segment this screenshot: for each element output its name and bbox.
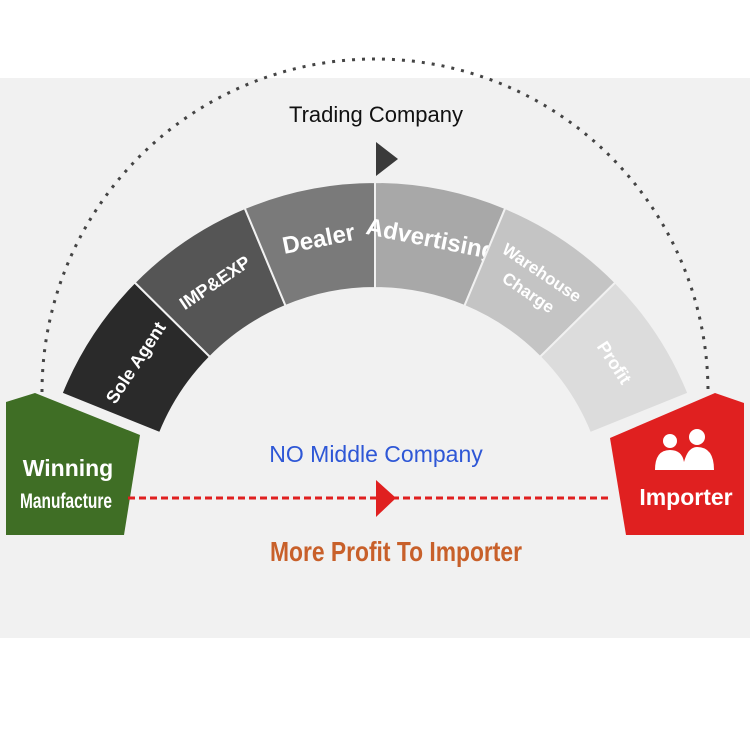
importer-label: Importer: [639, 484, 732, 510]
manufacture-label: Manufacture: [20, 490, 112, 513]
winning-manufacture-block: [6, 393, 140, 535]
people-icon: [655, 429, 714, 470]
no-middle-company-label: NO Middle Company: [269, 441, 483, 467]
arc-segment: [538, 280, 690, 435]
dotted-arc-arrowhead: [376, 142, 398, 176]
winning-label: Winning: [23, 455, 113, 481]
direct-arrowhead: [376, 480, 396, 517]
trading-company-dotted-arc: [40, 57, 710, 393]
more-profit-label: More Profit To Importer: [270, 536, 522, 567]
trading-company-label: Trading Company: [289, 102, 463, 127]
